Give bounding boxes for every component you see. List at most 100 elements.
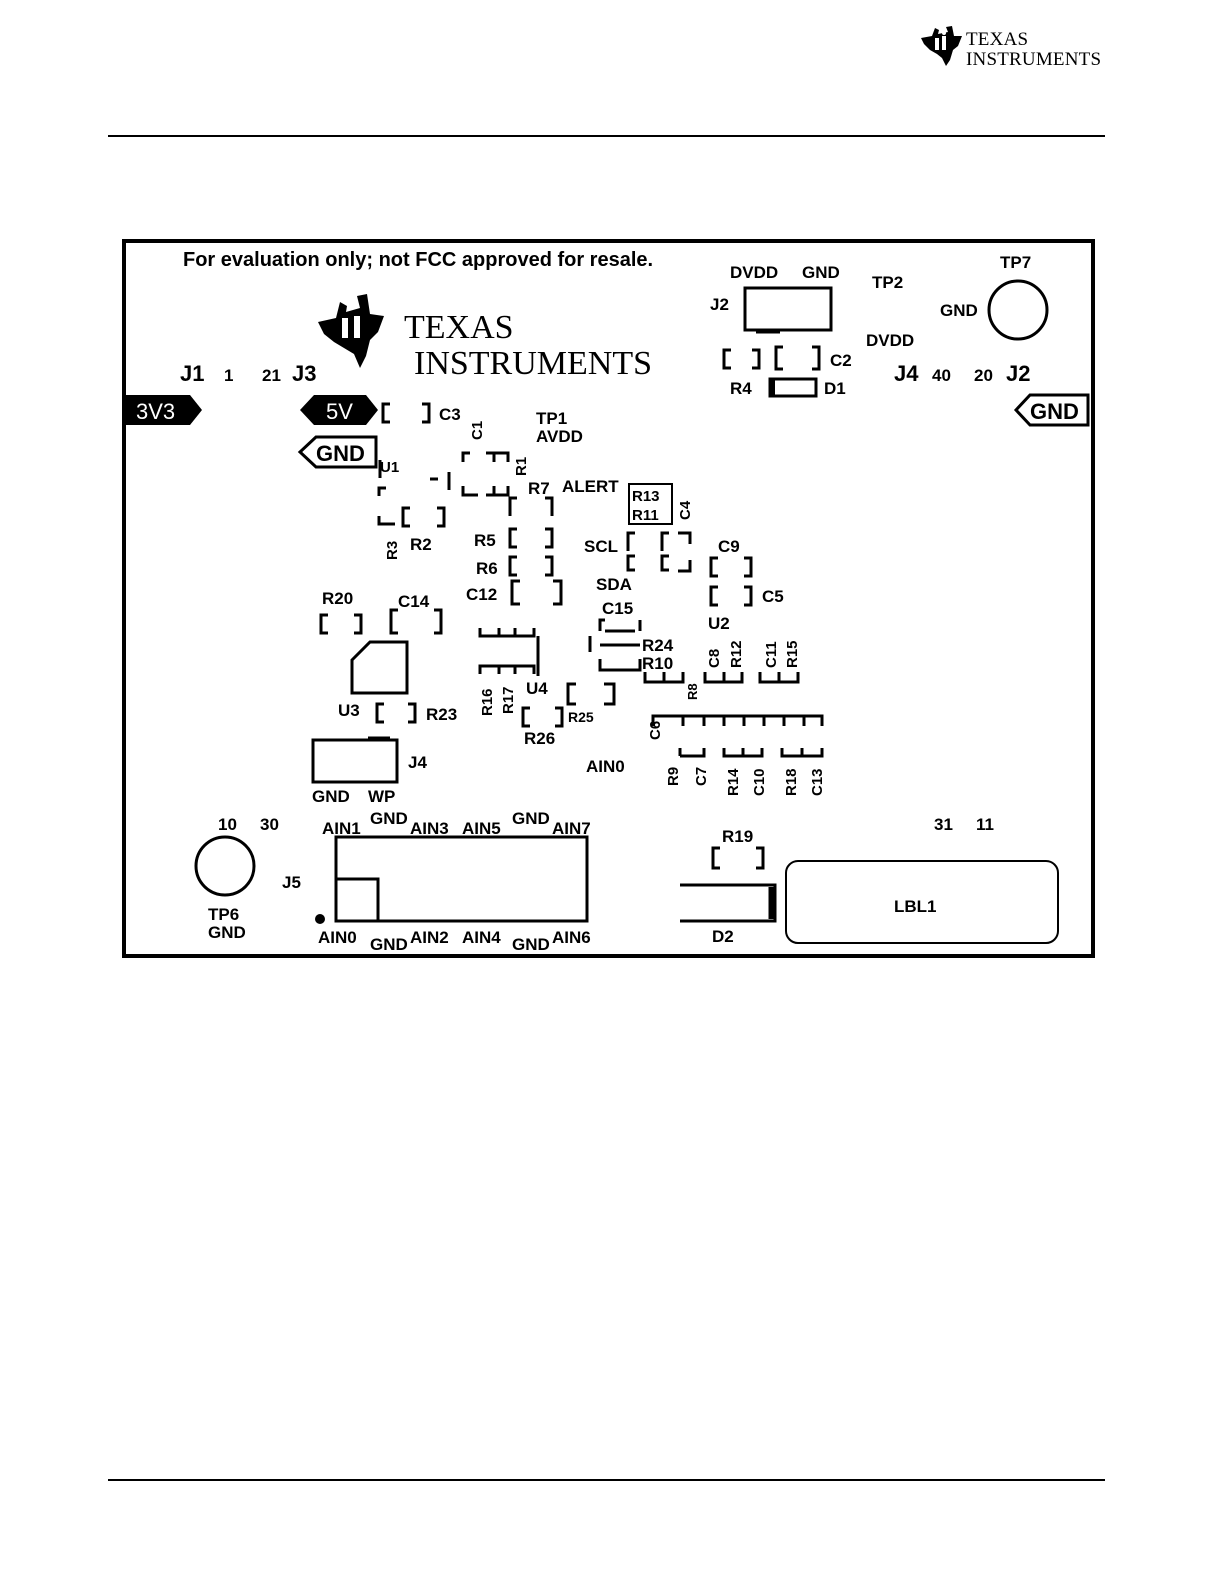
- header-logo-line1: TEXAS: [966, 29, 1029, 50]
- label-r16: R16: [479, 688, 496, 716]
- label-gnd: GND: [512, 809, 550, 828]
- test-point-tp6: [194, 835, 256, 897]
- label-gnd: GND: [940, 301, 978, 320]
- label-ain4: AIN4: [462, 928, 501, 947]
- board-logo-line2: INSTRUMENTS: [414, 345, 652, 382]
- label-r13: R13: [632, 488, 660, 505]
- svg-text:GND: GND: [1030, 399, 1079, 424]
- label-c3: C3: [439, 405, 461, 424]
- label-d2: D2: [712, 927, 734, 946]
- label-ain3: AIN3: [410, 819, 449, 838]
- label-c15: C15: [602, 599, 633, 618]
- label-c14: C14: [398, 592, 430, 611]
- label-r5: R5: [474, 531, 496, 550]
- label-r6: R6: [476, 559, 498, 578]
- label-j2: J2: [1006, 361, 1030, 386]
- svg-text:GND: GND: [316, 441, 365, 466]
- svg-text:3V3: 3V3: [136, 399, 175, 424]
- header-logo-line2: INSTRUMENTS: [966, 49, 1102, 70]
- label-c9: C9: [718, 537, 740, 556]
- reference-designators: J1 1 21 J3 DVDD GND TP2 TP7 J2 GND DVDD …: [180, 253, 1031, 954]
- label-j3: J3: [292, 361, 316, 386]
- label-avdd: AVDD: [536, 427, 583, 446]
- label-r19: R19: [722, 827, 753, 846]
- ic-u3: [350, 640, 409, 695]
- disclaimer-text: For evaluation only; not FCC approved fo…: [183, 249, 653, 271]
- label-r17: R17: [500, 686, 517, 714]
- flag-gnd-left: GND: [297, 435, 378, 469]
- label-gnd: GND: [370, 935, 408, 954]
- label-c2: C2: [830, 351, 852, 370]
- label-ain2: AIN2: [410, 928, 449, 947]
- label-r18: R18: [783, 768, 800, 796]
- flag-3v3: 3V3: [124, 395, 202, 425]
- label-u1: U1: [380, 459, 399, 476]
- label-gnd: GND: [312, 787, 350, 806]
- header-ti-logo: TEXAS INSTRUMENTS: [918, 24, 1108, 74]
- label-r7: R7: [528, 479, 550, 498]
- label-gnd: GND: [512, 935, 550, 954]
- svg-text:5V: 5V: [326, 399, 353, 424]
- label-ain7: AIN7: [552, 819, 591, 838]
- label-pin-11: 11: [976, 815, 994, 834]
- label-ain0: AIN0: [586, 757, 625, 776]
- label-pin-31: 31: [934, 815, 953, 834]
- label-r2: R2: [410, 535, 432, 554]
- label-pin-1: 1: [224, 366, 233, 385]
- ti-logo-icon: [921, 26, 962, 66]
- label-r1: R1: [513, 457, 530, 476]
- label-c11: C11: [763, 641, 780, 668]
- label-r15: R15: [784, 640, 801, 668]
- label-r20: R20: [322, 589, 353, 608]
- label-gnd: GND: [370, 809, 408, 828]
- flag-gnd-right: GND: [1013, 393, 1090, 427]
- label-r14: R14: [725, 768, 742, 796]
- label-r25: R25: [568, 709, 594, 725]
- label-c4: C4: [677, 500, 694, 520]
- label-ain0: AIN0: [318, 928, 357, 947]
- label-c6: C6: [647, 721, 664, 740]
- label-pin-30: 30: [260, 815, 279, 834]
- label-gnd: GND: [208, 923, 246, 942]
- flag-5v: 5V: [300, 395, 378, 425]
- label-pin-20: 20: [974, 366, 993, 385]
- label-u2: U2: [708, 614, 730, 633]
- label-r24: R24: [642, 636, 674, 655]
- label-pin-40: 40: [932, 366, 951, 385]
- component-pads: [319, 345, 824, 870]
- connector-j4: [311, 738, 399, 784]
- label-j5: J5: [282, 873, 301, 892]
- test-point-tp7: [987, 279, 1049, 341]
- label-r3: R3: [384, 541, 401, 560]
- label-c1: C1: [469, 421, 486, 440]
- label-r9: R9: [665, 767, 682, 786]
- label-j4: J4: [408, 753, 427, 772]
- label-r4: R4: [730, 379, 752, 398]
- label-r12: R12: [728, 640, 745, 668]
- label-c8: C8: [706, 649, 723, 668]
- label-tp6: TP6: [208, 905, 239, 924]
- label-ain1: AIN1: [322, 819, 361, 838]
- label-j4: J4: [894, 361, 919, 386]
- label-sda: SDA: [596, 575, 632, 594]
- ti-logo-icon: [318, 294, 384, 368]
- label-j1: J1: [180, 361, 204, 386]
- label-r23: R23: [426, 705, 457, 724]
- diode-d2: [680, 883, 777, 923]
- label-ain6: AIN6: [552, 928, 591, 947]
- label-lbl1: [785, 860, 1059, 944]
- label-c10: C10: [751, 768, 768, 796]
- connector-j2: [743, 286, 833, 332]
- label-c7: C7: [693, 767, 710, 786]
- label-alert: ALERT: [562, 477, 619, 496]
- label-pin-21: 21: [262, 366, 281, 385]
- label-gnd: GND: [802, 263, 840, 282]
- label-ain5: AIN5: [462, 819, 501, 838]
- label-wp: WP: [368, 787, 395, 806]
- label-r11: R11: [632, 507, 659, 524]
- label-c12: C12: [466, 585, 497, 604]
- label-u4: U4: [526, 679, 548, 698]
- label-scl: SCL: [584, 537, 618, 556]
- header-rule: [108, 135, 1105, 137]
